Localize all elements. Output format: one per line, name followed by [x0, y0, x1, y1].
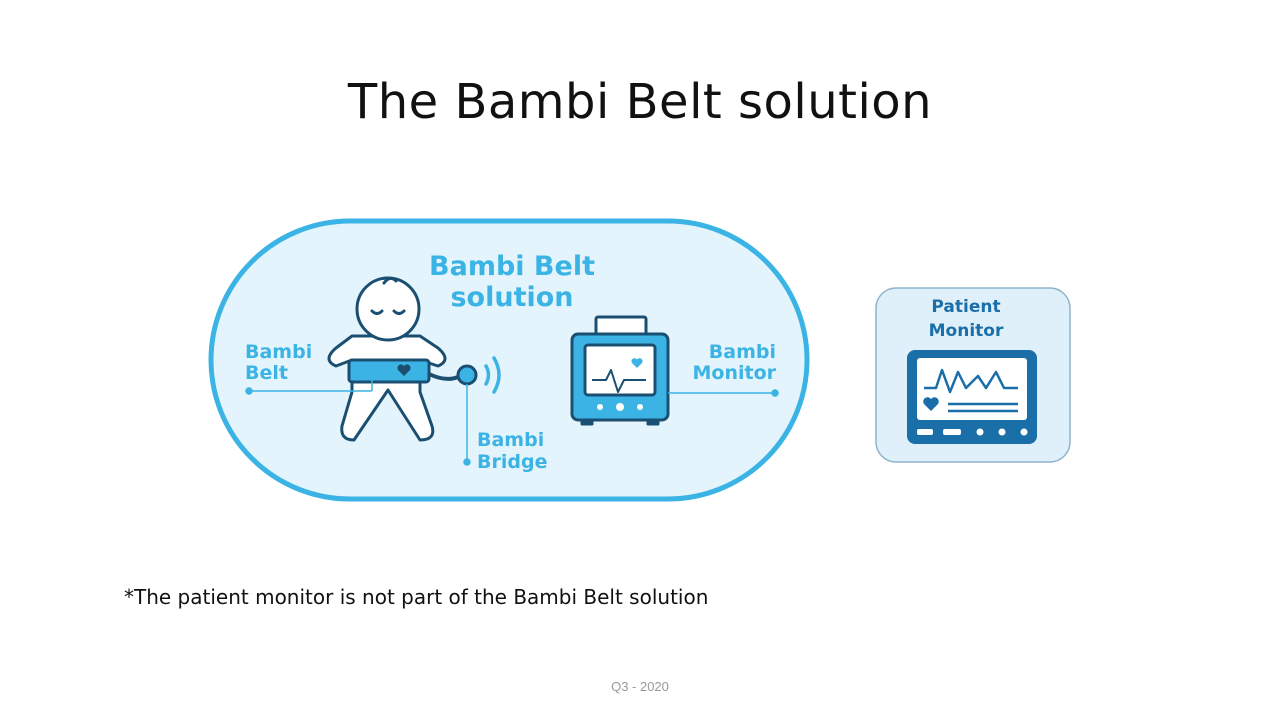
belt-label-line1: Bambi — [245, 341, 312, 363]
footnote: *The patient monitor is not part of the … — [124, 585, 709, 609]
bridge-sensor-icon — [456, 364, 478, 386]
signal-waves-icon — [484, 356, 501, 394]
belt-label-line2: Belt — [245, 362, 288, 384]
belt-heart-icon — [347, 358, 431, 384]
bambi-monitor-icon — [570, 315, 670, 426]
patient-monitor-icon — [907, 350, 1037, 444]
patient-monitor-label-line1: Patient — [931, 297, 1000, 317]
monitor-label-line1: Bambi — [709, 341, 776, 363]
belt-connector — [245, 380, 373, 395]
solution-heading-line1: Bambi Belt — [429, 251, 595, 282]
solution-heading-line2: solution — [450, 282, 573, 313]
footer-date: Q3 - 2020 — [611, 679, 669, 694]
monitor-connector — [668, 389, 779, 397]
page-title: The Bambi Belt solution — [347, 74, 933, 130]
bridge-label-line2: Bridge — [477, 451, 547, 473]
patient-monitor-label-line2: Monitor — [929, 321, 1004, 341]
bridge-label-line1: Bambi — [477, 429, 544, 451]
monitor-label-line2: Monitor — [692, 362, 776, 384]
bridge-connector — [463, 384, 471, 466]
